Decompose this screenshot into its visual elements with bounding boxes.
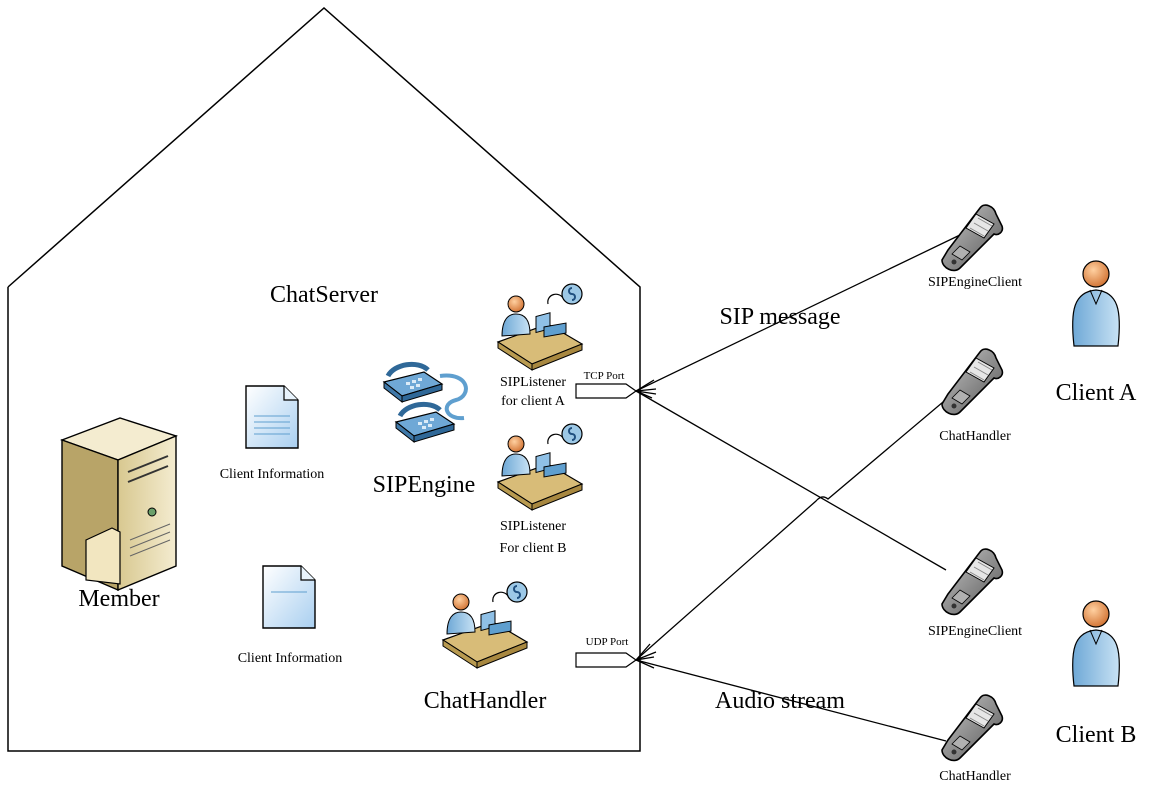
chathandler-server-icon <box>442 581 528 669</box>
sip-listener-a-icon <box>497 283 583 371</box>
sip-listener-a-label-line1: SIPListener <box>500 375 566 390</box>
client-information-label-2: Client Information <box>238 651 343 666</box>
connection-lines <box>633 233 963 742</box>
chat-server-boundary <box>7 6 641 752</box>
client-information-doc-icon-2 <box>262 565 316 629</box>
client-a-person-icon <box>1072 260 1120 347</box>
udp-port-label: UDP Port <box>586 636 629 648</box>
member-label: Member <box>78 586 159 612</box>
client-information-doc-icon-1 <box>245 385 299 449</box>
sip-listener-b-label-line2: For client B <box>500 541 567 556</box>
tcp-port-connector <box>575 383 637 399</box>
client-a-chathandler-phone-icon <box>941 348 1004 416</box>
client-a-name: Client A <box>1056 380 1137 406</box>
client-a-sipengineclient-phone-icon <box>941 204 1004 272</box>
link-udp-to-client-b-chathandler <box>635 659 947 742</box>
member-server-icon <box>59 417 179 592</box>
client-b-chathandler-phone-icon <box>941 694 1004 762</box>
link-udp-to-client-a-chathandler <box>635 385 963 661</box>
sip-listener-b-icon <box>497 423 583 511</box>
sipengine-label: SIPEngine <box>373 472 476 498</box>
client-b-person-icon <box>1072 600 1120 687</box>
chathandler-label: ChatHandler <box>424 688 547 714</box>
sipengine-phone-icon <box>382 361 468 444</box>
udp-port-connector <box>575 652 637 668</box>
link-tcp-to-client-b-sipengineclient <box>635 390 947 571</box>
sip-listener-b-label-line1: SIPListener <box>500 519 566 534</box>
audio-stream-label: Audio stream <box>715 688 845 714</box>
sip-listener-a-label-line2: for client A <box>501 394 566 409</box>
client-a-sipengineclient-label: SIPEngineClient <box>928 275 1022 290</box>
client-b-chathandler-label: ChatHandler <box>939 769 1011 784</box>
link-tcp-to-client-a-sipengineclient <box>635 233 963 392</box>
chat-server-title: ChatServer <box>270 282 378 308</box>
client-a-chathandler-label: ChatHandler <box>939 429 1011 444</box>
client-b-name: Client B <box>1056 722 1137 748</box>
client-b-sipengineclient-phone-icon <box>941 548 1004 616</box>
sip-message-label: SIP message <box>719 304 840 330</box>
tcp-port-label: TCP Port <box>584 370 625 382</box>
client-information-label-1: Client Information <box>220 467 325 482</box>
client-b-sipengineclient-label: SIPEngineClient <box>928 624 1022 639</box>
